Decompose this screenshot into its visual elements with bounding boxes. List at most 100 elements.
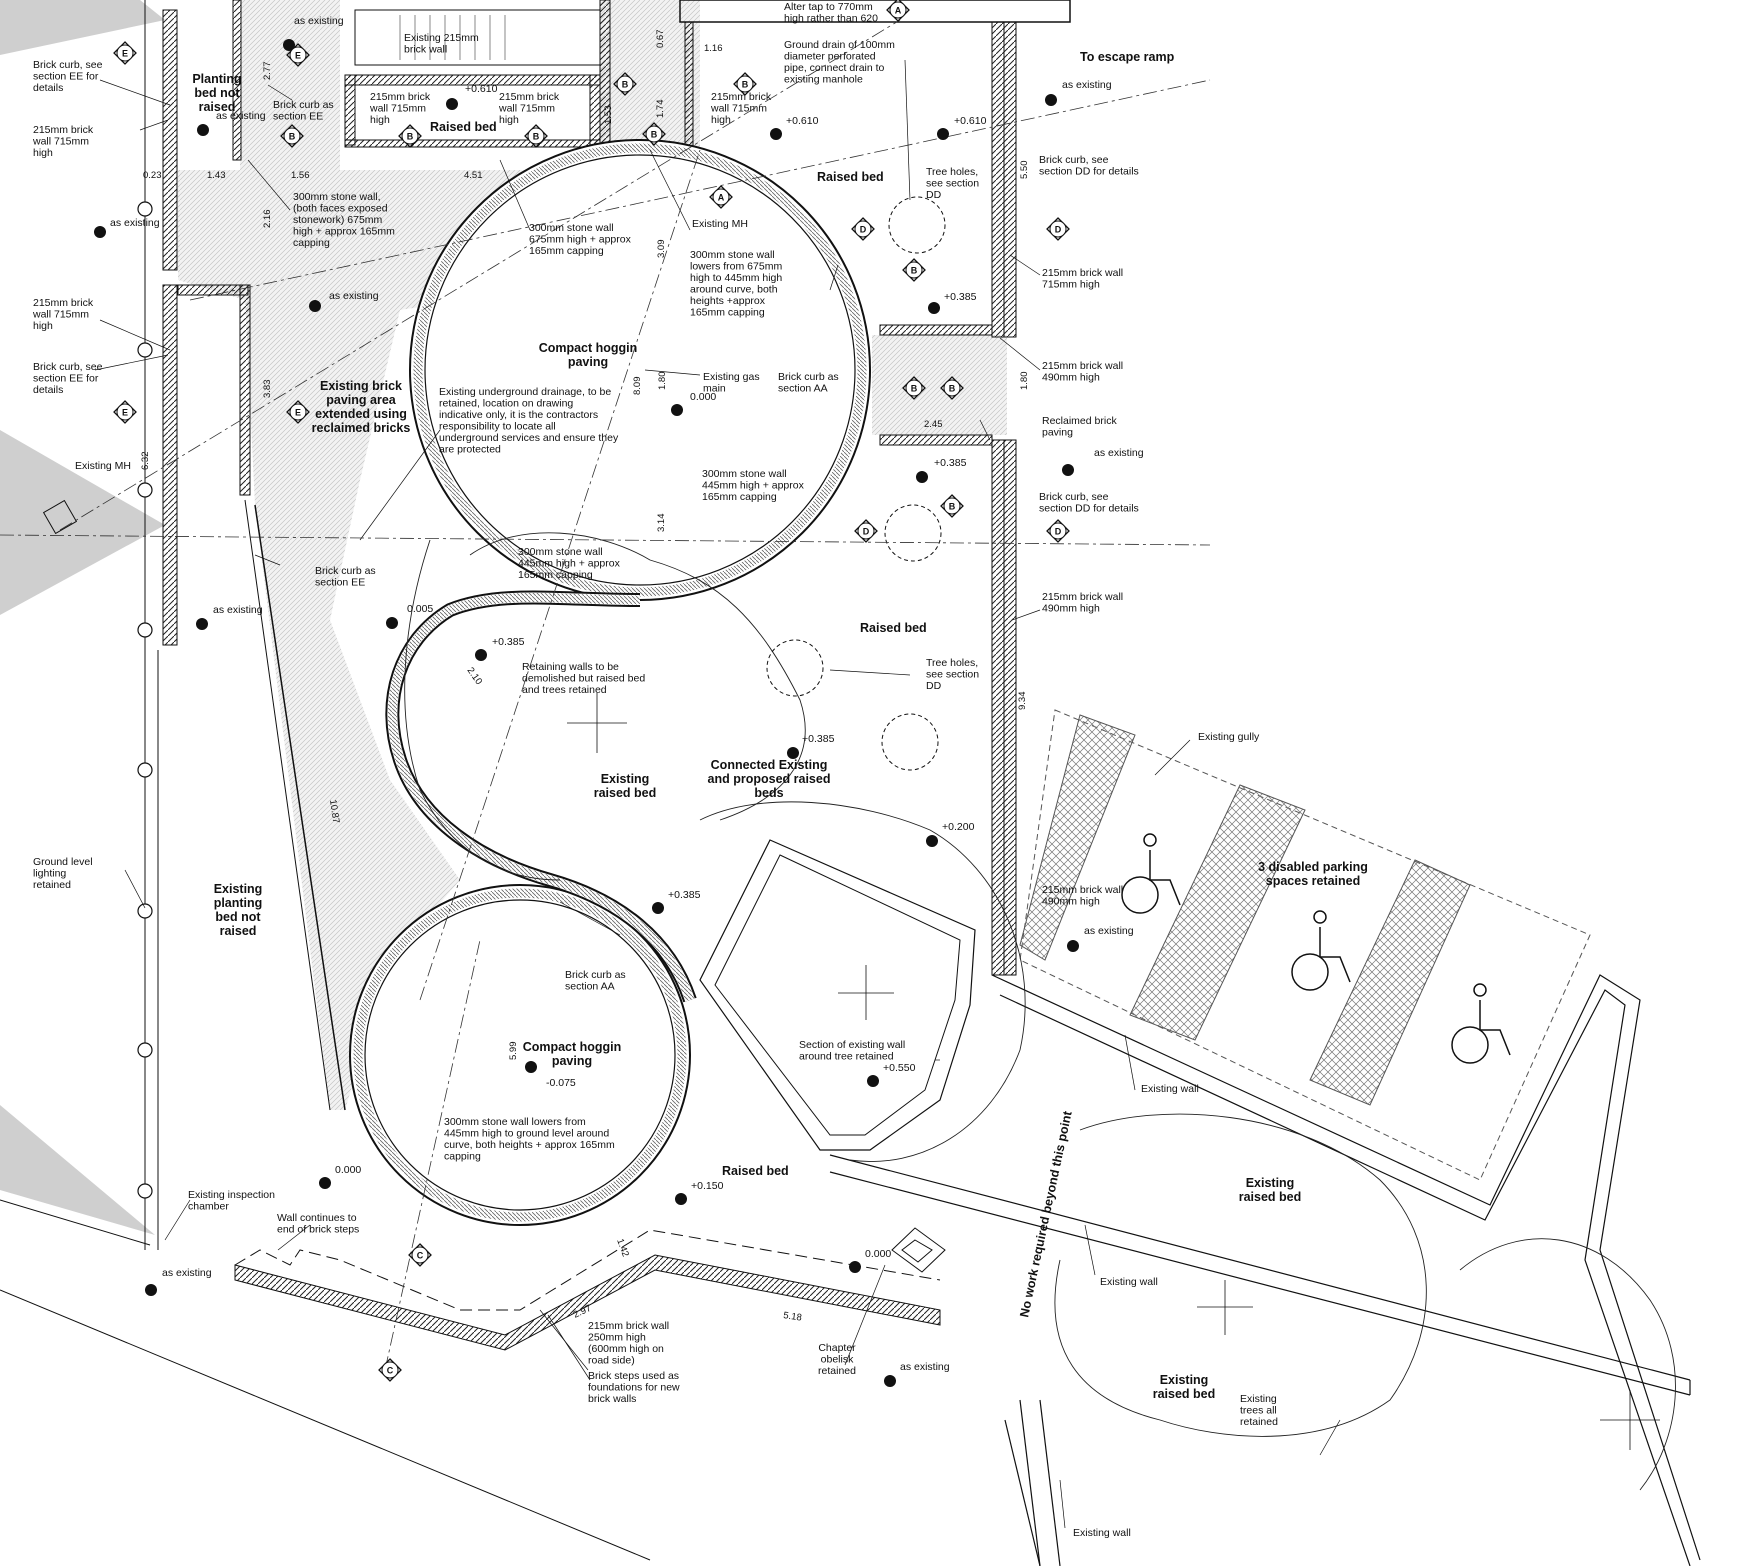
ground-lighting [137, 201, 153, 1199]
section-marker-letter: B [533, 132, 540, 142]
level-l0385b: +0.385 [934, 457, 967, 469]
left-brick-walls [162, 0, 251, 646]
tree-canopies [404, 532, 1676, 1491]
section-marker-letter: D [863, 527, 870, 537]
dimension-d314: 3.14 [656, 514, 667, 533]
level-l0000c: 0.000 [865, 1248, 891, 1260]
label-as-existing: as existing [329, 290, 379, 302]
label-existing-mh-top: Existing MH [692, 218, 748, 230]
level-l0000b: 0.000 [335, 1164, 361, 1176]
level-l0385a: +0.385 [944, 291, 977, 303]
label-escape-ramp: To escape ramp [1080, 50, 1175, 64]
bottom-brick-wall [234, 1254, 941, 1351]
leader-lines [94, 59, 1341, 1529]
section-marker-letter: D [1055, 527, 1062, 537]
dimension-d180a: 1.80 [657, 372, 668, 391]
section-marker-d: D [1046, 217, 1070, 241]
section-marker-letter: D [1055, 225, 1062, 235]
level-l0610a: +0.610 [465, 83, 498, 95]
dimension-d143: 1.43 [207, 170, 226, 181]
level-l0075: -0.075 [546, 1077, 576, 1089]
level-l0385e: +0.385 [668, 889, 701, 901]
dimension-d632: 6.32 [140, 452, 151, 471]
label-raised-bed-top: Raised bed [430, 120, 497, 134]
label-raised-bed-low: Raised bed [722, 1164, 789, 1178]
chapter-obelisk [891, 1227, 946, 1273]
section-marker-letter: B [742, 80, 749, 90]
section-marker-letter: C [387, 1366, 394, 1376]
section-marker-a: A [886, 0, 910, 22]
section-marker-d: D [851, 217, 875, 241]
section-marker-letter: B [622, 80, 629, 90]
section-marker-letter: B [911, 266, 918, 276]
label-as-existing: as existing [110, 217, 160, 229]
dimension-d116: 1.16 [704, 43, 723, 54]
section-marker-letter: B [651, 130, 658, 140]
section-marker-letter: E [122, 408, 128, 418]
drainage-lines [0, 19, 1211, 1371]
level-l0385d: +0.385 [802, 733, 835, 745]
label-existing-wall-2: Existing wall [1100, 1276, 1158, 1288]
dimension-d309: 3.09 [656, 240, 667, 259]
section-marker-letter: B [949, 502, 956, 512]
label-existing-gully: Existing gully [1198, 731, 1260, 743]
section-marker-d: D [1046, 519, 1070, 543]
label-as-existing: as existing [1062, 79, 1112, 91]
dimension-d383: 3.83 [262, 380, 273, 399]
tree-holes [766, 196, 946, 771]
section-marker-b: B [733, 72, 757, 96]
tree-wall-section [699, 839, 976, 1151]
section-marker-letter: E [295, 408, 301, 418]
section-marker-c: C [378, 1358, 402, 1382]
section-marker-c: C [408, 1243, 432, 1267]
dimension-d1087: 10.87 [327, 799, 341, 824]
level-l0005: 0.005 [407, 603, 433, 615]
dimension-d518: 5.18 [783, 1310, 803, 1323]
dimension-d180b: 1.80 [1019, 372, 1030, 391]
section-marker-letter: A [718, 193, 725, 203]
section-marker-e: E [113, 41, 137, 65]
dimension-d451: 4.51 [464, 170, 483, 181]
label-as-existing: as existing [900, 1361, 950, 1373]
steps [399, 15, 506, 60]
dimension-d599: 5.99 [508, 1042, 519, 1061]
disabled-parking [1019, 709, 1591, 1181]
section-marker-b: B [524, 124, 548, 148]
dimension-d142: 1.42 [614, 1237, 631, 1258]
label-as-existing: as existing [294, 15, 344, 27]
level-l0385c: +0.385 [492, 636, 525, 648]
level-l0610c: +0.610 [954, 115, 987, 127]
view-cones [0, 0, 165, 1235]
dimension-d809: 8.09 [632, 377, 643, 396]
level-l0000a: 0.000 [690, 391, 716, 403]
